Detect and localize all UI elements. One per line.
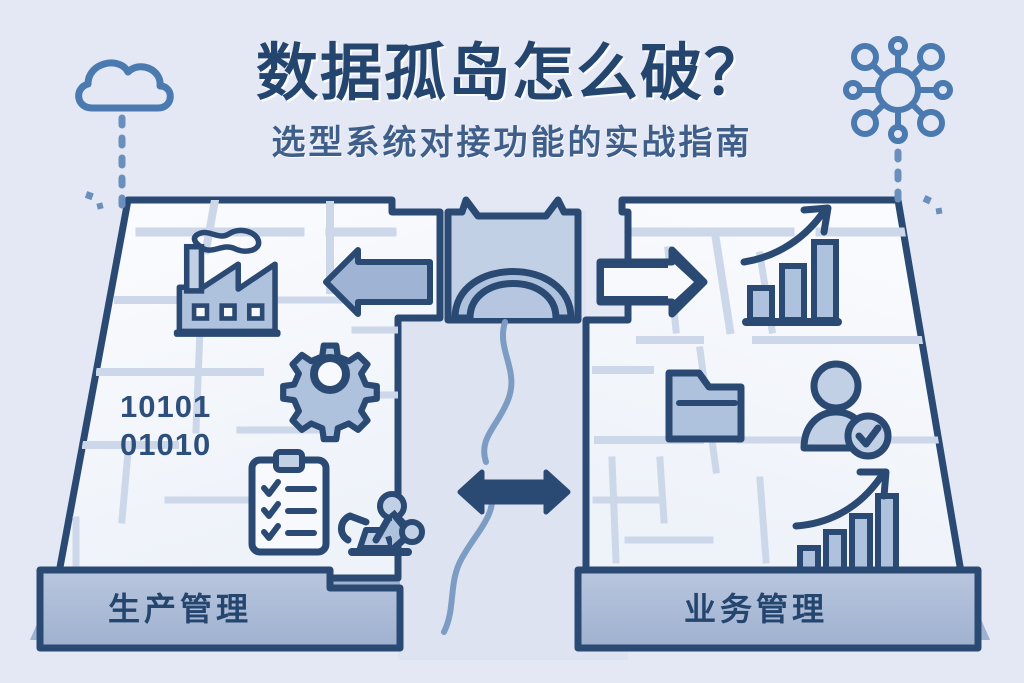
clipboard-check-icon	[248, 449, 330, 556]
cloud-icon	[75, 59, 174, 112]
arrow-left-icon	[323, 247, 433, 317]
bar-chart-growth-icon	[740, 204, 842, 326]
network-hub-icon	[843, 36, 953, 144]
island-left-base: 生产管理	[36, 566, 404, 652]
folder-icon	[665, 369, 745, 443]
island-right-label: 业务管理	[684, 591, 828, 627]
binary-line-2: 01010	[120, 427, 211, 462]
island-right[interactable]: 业务管理	[574, 196, 990, 652]
island-left[interactable]: 10101 01010	[30, 196, 444, 652]
debris-flecks	[84, 191, 943, 215]
user-check-icon	[800, 360, 892, 460]
bridge-arch	[444, 196, 582, 324]
robot-arm-icon	[338, 491, 425, 556]
island-right-base: 业务管理	[574, 566, 982, 652]
arrow-right-icon	[596, 246, 708, 318]
island-right-maze	[592, 227, 944, 564]
island-left-label: 生产管理	[108, 591, 252, 627]
factory-icon	[173, 227, 281, 337]
gear-icon	[280, 342, 380, 443]
bidirectional-exchange-arrow	[457, 469, 571, 515]
binary-line-1: 10101	[120, 389, 211, 424]
winding-river-path	[441, 319, 515, 635]
